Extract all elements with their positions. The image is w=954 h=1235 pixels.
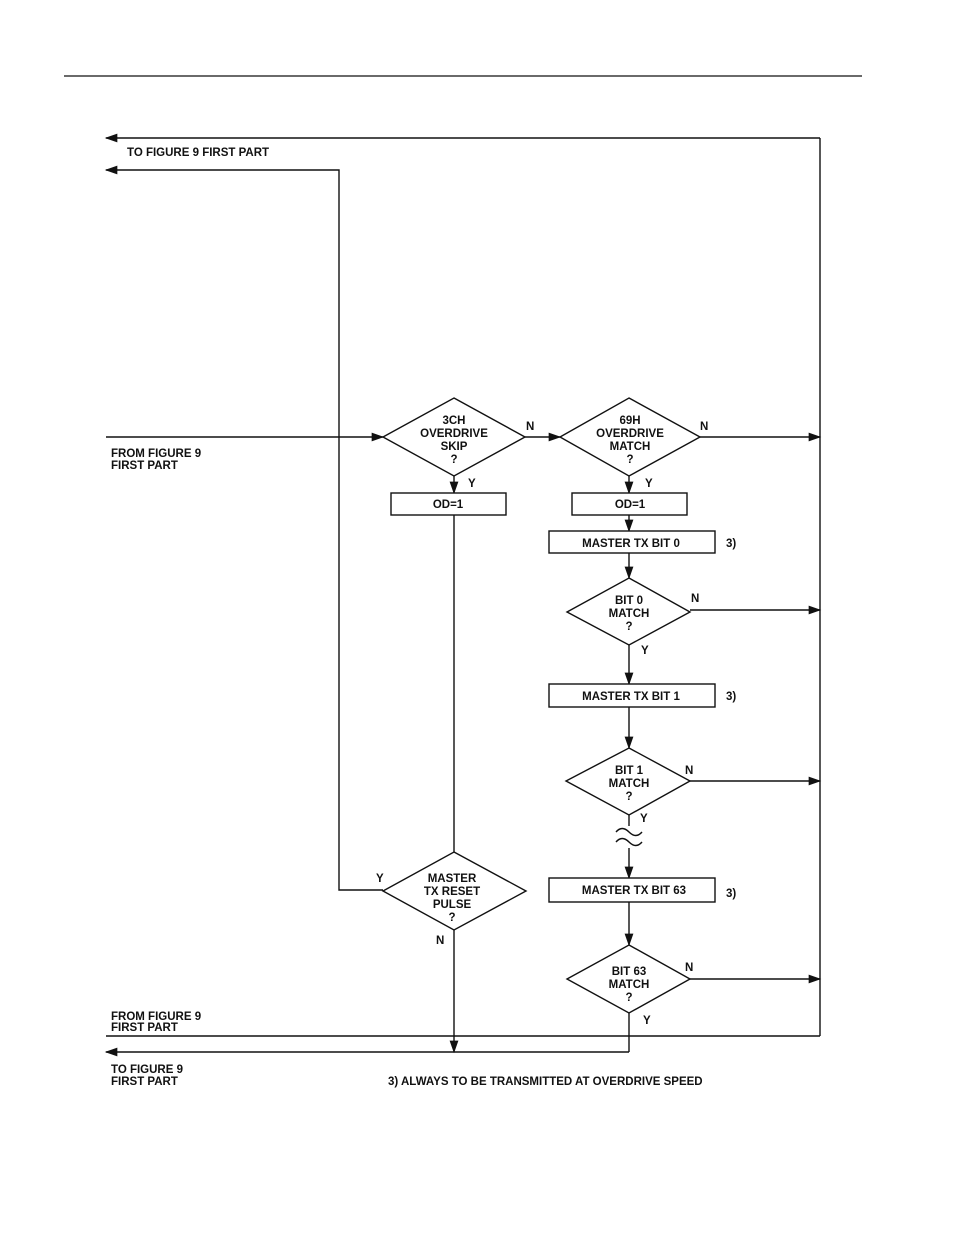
match-no-label: N [700, 421, 708, 433]
match-yes-label: Y [645, 478, 653, 490]
bit63-line2: MATCH [609, 979, 650, 991]
bit1-line3: ? [625, 791, 632, 803]
process-tx-bit63 [548, 877, 716, 903]
bit0-line1: BIT 0 [615, 595, 643, 607]
bit63-no-label: N [685, 962, 693, 974]
decision-bit63-match [565, 944, 692, 1014]
skip-line2: OVERDRIVE [420, 428, 488, 440]
decision-overdrive-match [558, 397, 702, 477]
note-tx-bit1: 3) [726, 691, 736, 703]
note-tx-bit63: 3) [726, 888, 736, 900]
bit0-line2: MATCH [609, 608, 650, 620]
skip-yes-label: Y [468, 478, 476, 490]
skip-no-label: N [526, 421, 534, 433]
match-line2: OVERDRIVE [596, 428, 664, 440]
bit63-line1: BIT 63 [612, 966, 647, 978]
tx-bit1-label: MASTER TX BIT 1 [582, 691, 680, 703]
reset-yes-label: Y [376, 873, 384, 885]
label-from-fig9-bot-2: FIRST PART [111, 1022, 178, 1034]
reset-yes-return-arrow [104, 165, 383, 891]
decision-bit1-match [564, 747, 692, 816]
footnote: 3) ALWAYS TO BE TRANSMITTED AT OVERDRIVE… [388, 1076, 703, 1088]
tx-bit0-label: MASTER TX BIT 0 [582, 538, 680, 550]
label-to-fig9-top: TO FIGURE 9 FIRST PART [127, 147, 269, 159]
reset-line4: ? [448, 912, 455, 924]
bit0-yes-label: Y [641, 645, 649, 657]
skip-line1: 3CH [442, 415, 465, 427]
reset-line2: TX RESET [424, 886, 480, 898]
bit0-no-label: N [691, 593, 699, 605]
match-line4: ? [626, 454, 633, 466]
process-od-right [571, 492, 688, 516]
bit1-no-label: N [685, 765, 693, 777]
label-to-fig9-bot-1: TO FIGURE 9 [111, 1064, 183, 1076]
bit1-line1: BIT 1 [615, 765, 644, 777]
skip-line3: SKIP [441, 441, 468, 453]
note-tx-bit0: 3) [726, 538, 736, 550]
process-tx-bit1 [548, 683, 716, 708]
od-left-label: OD=1 [433, 499, 464, 511]
process-tx-bit0 [548, 530, 716, 554]
reset-line3: PULSE [433, 899, 472, 911]
tx-bit63-label: MASTER TX BIT 63 [582, 885, 686, 897]
match-line1: 69H [619, 415, 640, 427]
bit63-yes-label: Y [643, 1015, 651, 1027]
label-to-fig9-bot-2: FIRST PART [111, 1076, 178, 1088]
match-line3: MATCH [610, 441, 651, 453]
process-od-left [390, 492, 507, 516]
decision-reset-pulse [381, 851, 528, 931]
decision-overdrive-skip [381, 397, 527, 477]
reset-line1: MASTER [428, 873, 477, 885]
label-from-fig9-mid-1: FROM FIGURE 9 [111, 448, 201, 460]
skip-line4: ? [450, 454, 457, 466]
decision-bit0-match [565, 577, 692, 646]
label-from-fig9-mid-2: FIRST PART [111, 460, 178, 472]
break-symbol [615, 827, 643, 847]
reset-no-label: N [436, 935, 444, 947]
bit1-yes-label: Y [640, 813, 648, 825]
bit1-line2: MATCH [609, 778, 650, 790]
label-from-fig9-bot-1: FROM FIGURE 9 [111, 1011, 201, 1023]
od-right-label: OD=1 [615, 499, 646, 511]
bit0-line3: ? [625, 621, 632, 633]
bit63-line3: ? [625, 992, 632, 1004]
